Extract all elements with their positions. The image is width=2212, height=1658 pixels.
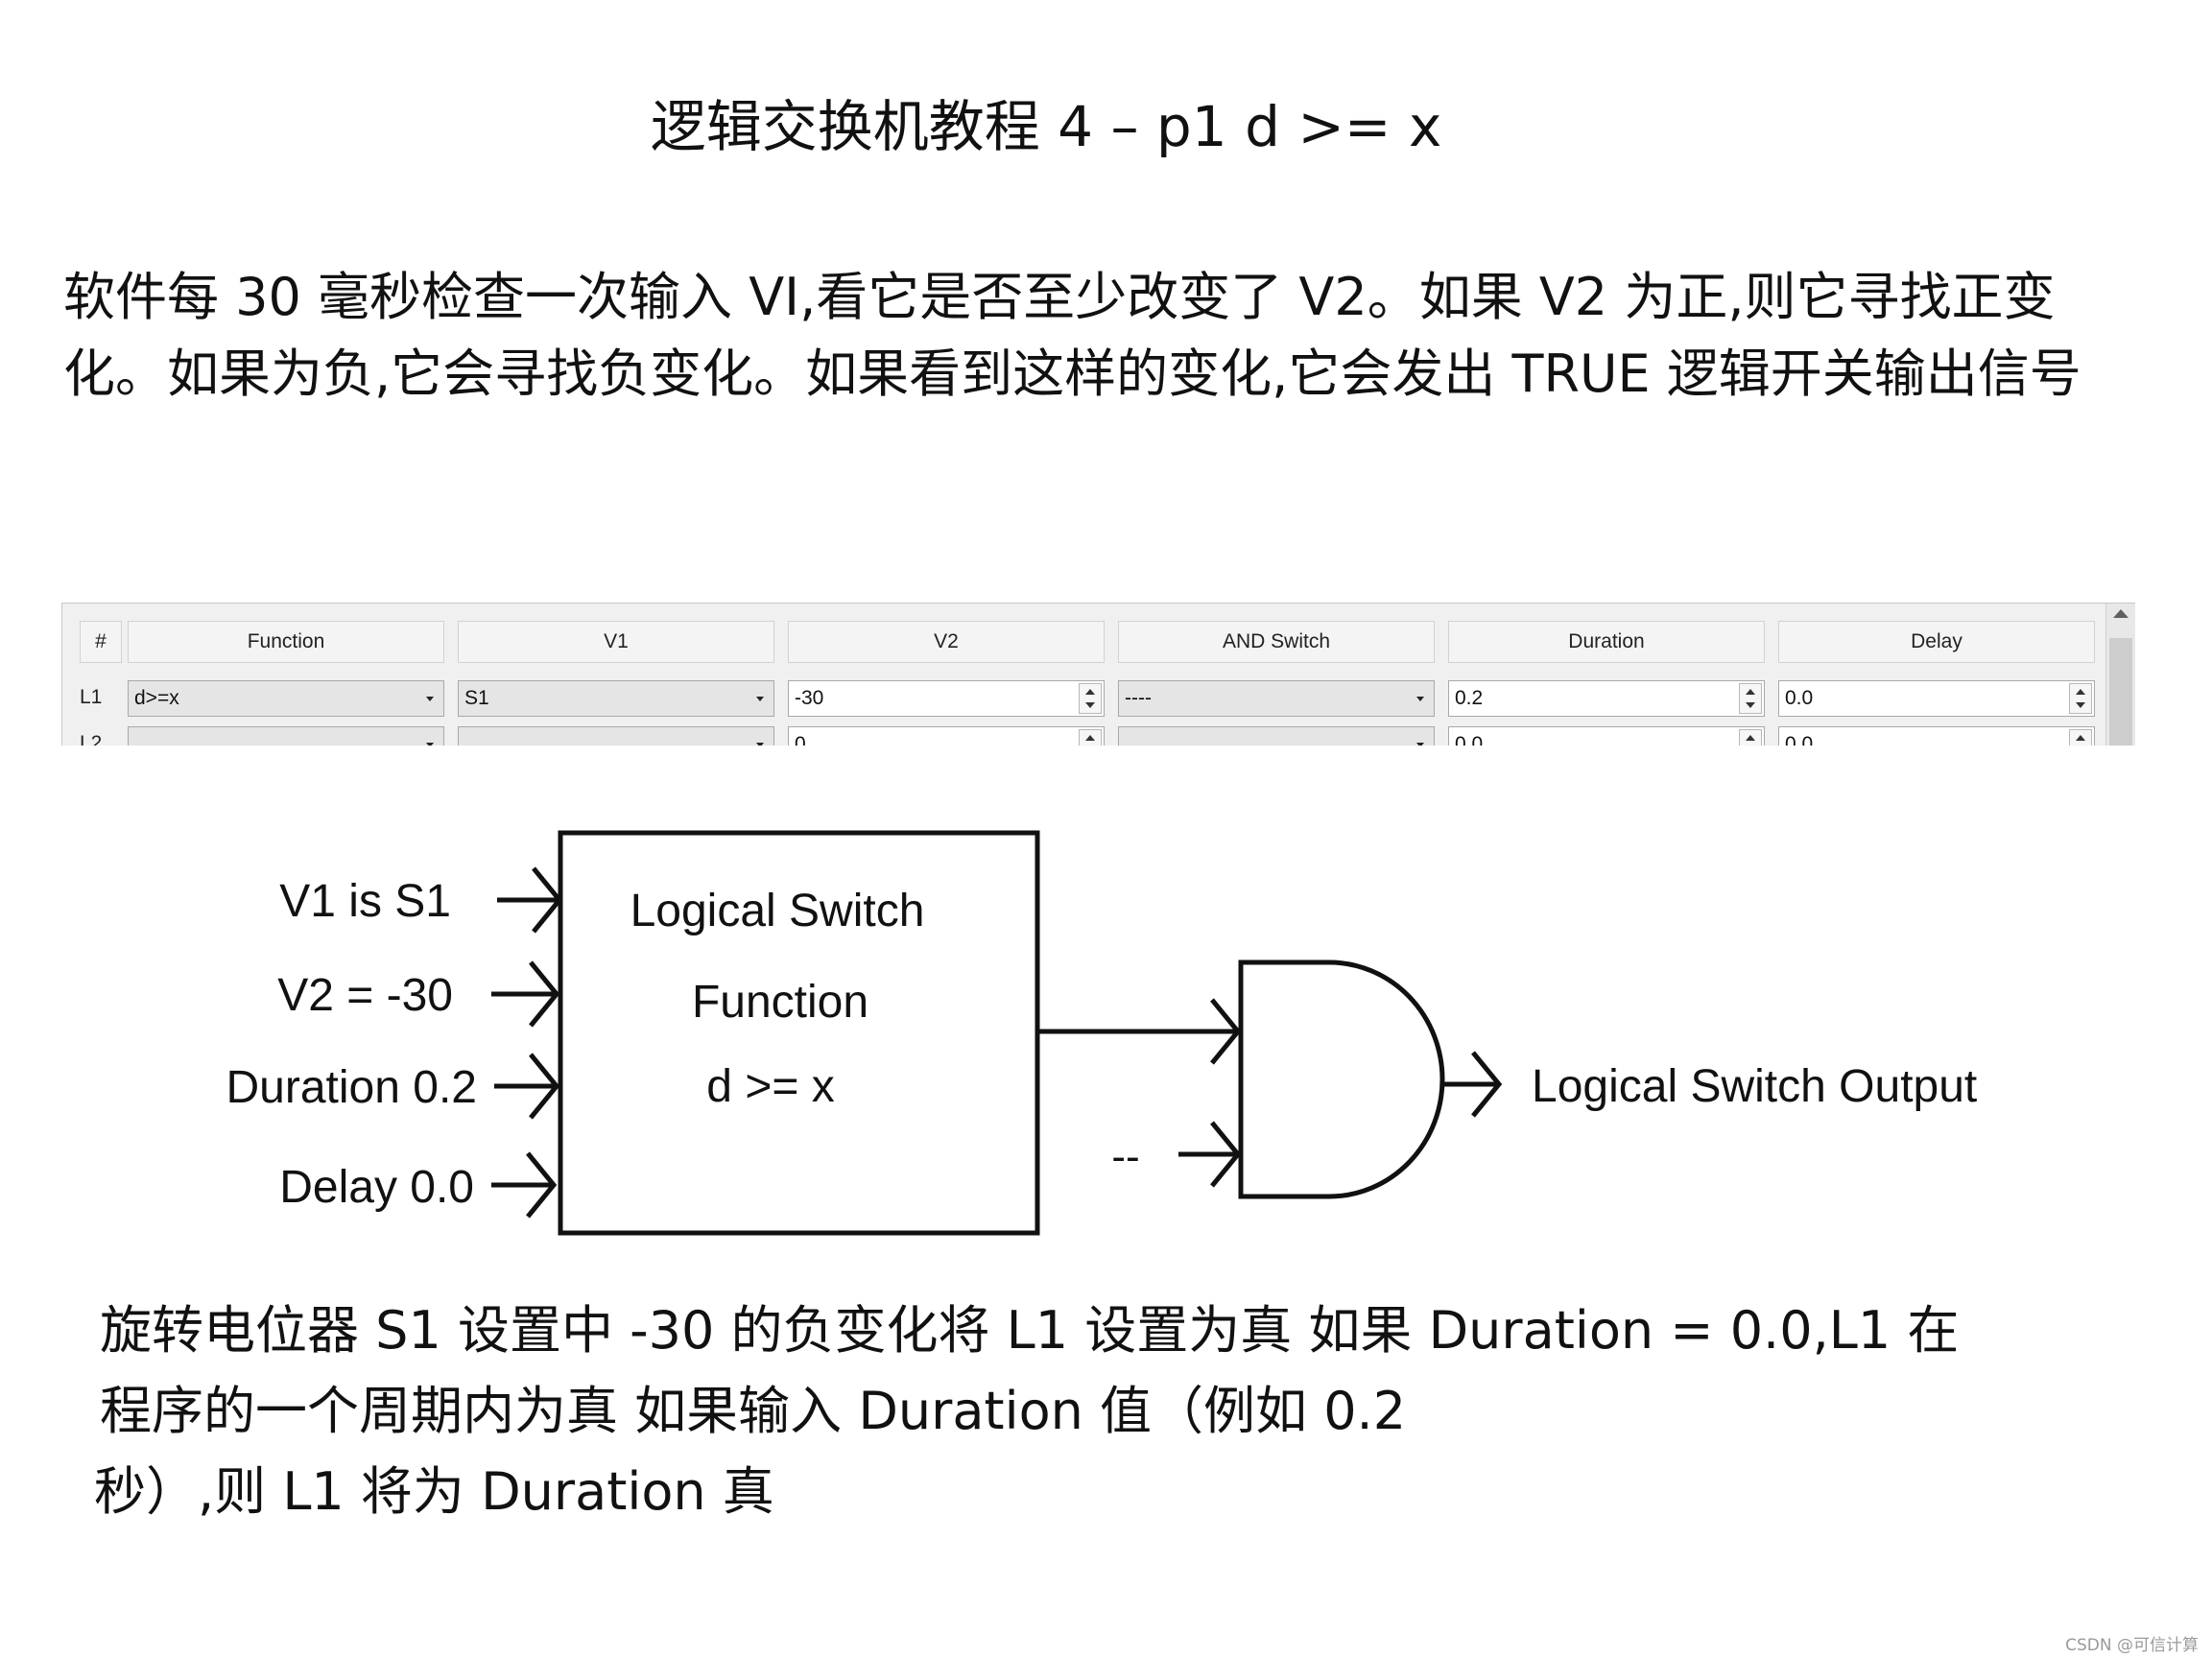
input-arrow: [491, 960, 560, 1028]
row-label: L2: [80, 732, 103, 746]
spin-buttons[interactable]: [1079, 729, 1102, 746]
v2-value: -30: [795, 687, 824, 709]
and-switch-value: ----: [1125, 687, 1152, 709]
scroll-up-icon[interactable]: [2113, 609, 2129, 618]
header-and-switch: AND Switch: [1118, 621, 1435, 663]
chevron-down-icon: [1416, 697, 1424, 701]
input-arrow: [497, 866, 563, 934]
v2-value: 0: [795, 733, 806, 746]
output-label: Logical Switch Output: [1532, 1061, 1977, 1112]
and-second-input-label: --: [1111, 1133, 1139, 1180]
spin-buttons[interactable]: [1079, 683, 1102, 714]
and-gate: [1238, 959, 1445, 1199]
vertical-scrollbar[interactable]: [2105, 604, 2135, 746]
v1-select[interactable]: [458, 726, 774, 746]
v1-select[interactable]: S1: [458, 680, 774, 717]
and-input-arrow: [1178, 1121, 1242, 1188]
intro-paragraph: 软件每 30 毫秒检查一次输入 VI,看它是否至少改变了 V2。如果 V2 为正…: [63, 259, 2081, 413]
box-function: Function: [692, 977, 868, 1028]
output-arrow: [1442, 1051, 1503, 1118]
spin-down-icon: [1085, 702, 1095, 708]
and-switch-select[interactable]: [1118, 726, 1435, 746]
input-label-v1: V1 is S1: [279, 876, 451, 927]
header-delay: Delay: [1778, 621, 2095, 663]
intro-line: 软件每 30 毫秒检查一次输入 VI,看它是否至少改变了 V2。如果 V2 为正…: [63, 267, 2056, 327]
input-label-delay: Delay 0.0: [279, 1162, 474, 1213]
spin-down-icon: [1746, 702, 1755, 708]
logical-switch-box: [558, 830, 1040, 1236]
spin-buttons[interactable]: [2069, 729, 2092, 746]
duration-value: 0.2: [1455, 687, 1484, 709]
spin-up-icon: [2076, 735, 2085, 741]
delay-spinbox[interactable]: 0.0: [1778, 726, 2095, 746]
intro-line: 化。如果为负,它会寻找负变化。如果看到这样的变化,它会发出 TRUE 逻辑开关输…: [63, 343, 2081, 404]
spin-buttons[interactable]: [1739, 683, 1762, 714]
duration-spinbox[interactable]: 0.0: [1448, 726, 1765, 746]
explanation-line: 秒）,则 L1 将为 Duration 真: [94, 1461, 774, 1522]
header-number: #: [80, 621, 122, 663]
chevron-down-icon: [426, 697, 434, 701]
v2-spinbox[interactable]: 0: [788, 726, 1105, 746]
spin-buttons[interactable]: [2069, 683, 2092, 714]
spin-up-icon: [1746, 735, 1755, 741]
function-select[interactable]: d>=x: [128, 680, 444, 717]
box-expression: d >= x: [706, 1061, 834, 1112]
duration-spinbox[interactable]: 0.2: [1448, 680, 1765, 717]
logical-switch-table: # Function V1 V2 AND Switch Duration Del…: [61, 603, 2135, 746]
row-label: L1: [80, 686, 103, 708]
input-label-duration: Duration 0.2: [226, 1062, 478, 1113]
spin-up-icon: [1746, 689, 1755, 695]
spin-down-icon: [2076, 702, 2085, 708]
chevron-down-icon: [1416, 743, 1424, 746]
chevron-down-icon: [426, 743, 434, 746]
box-title: Logical Switch: [630, 886, 925, 936]
and-switch-select[interactable]: ----: [1118, 680, 1435, 717]
input-arrow: [494, 1053, 560, 1120]
header-v2: V2: [788, 621, 1105, 663]
watermark: CSDN @可信计算: [2065, 1636, 2199, 1655]
page-title: 逻辑交换机教程 4 – p1 d >= x: [650, 94, 1442, 159]
header-v1: V1: [458, 621, 774, 663]
delay-spinbox[interactable]: 0.0: [1778, 680, 2095, 717]
input-label-v2: V2 = -30: [277, 970, 453, 1021]
spin-up-icon: [1085, 735, 1095, 741]
spin-up-icon: [1085, 689, 1095, 695]
explanation-paragraph: 旋转电位器 S1 设置中 -30 的负变化将 L1 设置为真 如果 Durati…: [94, 1291, 1960, 1532]
scroll-thumb[interactable]: [2109, 638, 2132, 746]
spin-up-icon: [2076, 689, 2085, 695]
header-duration: Duration: [1448, 621, 1765, 663]
v2-spinbox[interactable]: -30: [788, 680, 1105, 717]
delay-value: 0.0: [1785, 733, 1814, 746]
explanation-line: 旋转电位器 S1 设置中 -30 的负变化将 L1 设置为真 如果 Durati…: [100, 1300, 1960, 1361]
delay-value: 0.0: [1785, 687, 1814, 709]
chevron-down-icon: [756, 743, 764, 746]
function-value: d>=x: [134, 687, 179, 709]
header-function: Function: [128, 621, 444, 663]
spin-buttons[interactable]: [1739, 729, 1762, 746]
input-arrow: [491, 1151, 558, 1219]
explanation-line: 程序的一个周期内为真 如果输入 Duration 值（例如 0.2: [100, 1381, 1407, 1441]
chevron-down-icon: [756, 697, 764, 701]
box-output-arrow: [1037, 998, 1242, 1065]
duration-value: 0.0: [1455, 733, 1484, 746]
function-select[interactable]: [128, 726, 444, 746]
v1-value: S1: [464, 687, 489, 709]
